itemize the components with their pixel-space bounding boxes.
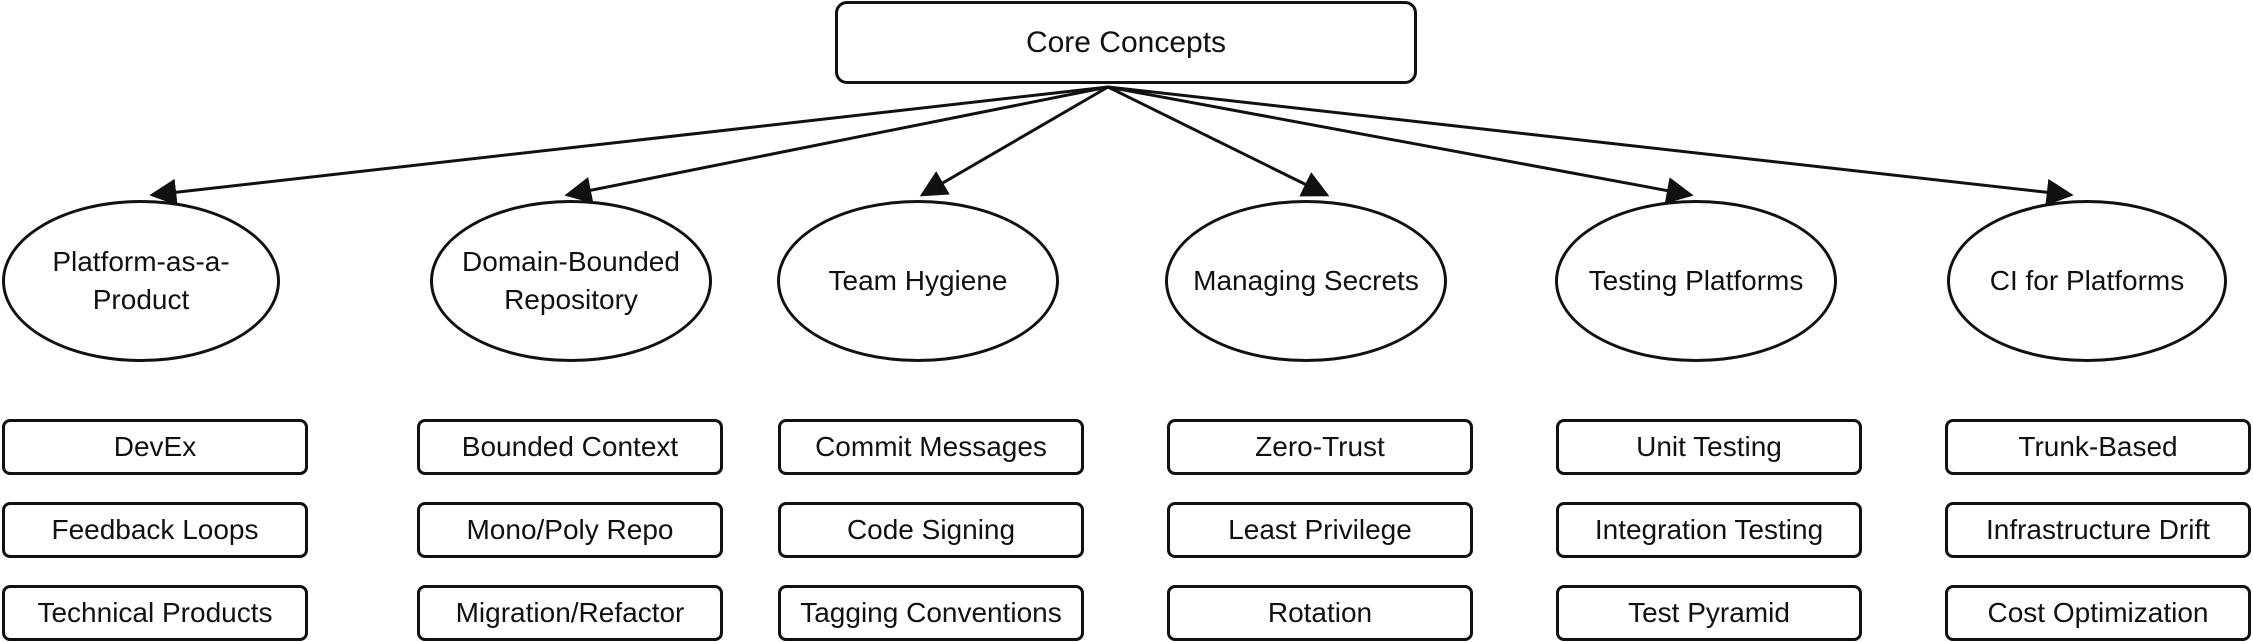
leaf-test-pyramid: Test Pyramid <box>1556 585 1862 641</box>
leaf-feedback-loops: Feedback Loops <box>2 502 308 558</box>
leaf-least-privilege: Least Privilege <box>1167 502 1473 558</box>
leaf-zero-trust: Zero-Trust <box>1167 419 1473 475</box>
leaf-bounded-context: Bounded Context <box>417 419 723 475</box>
leaf-devex: DevEx <box>2 419 308 475</box>
edge-arrow <box>919 85 1109 197</box>
concept-managing-secrets: Managing Secrets <box>1165 200 1447 362</box>
edge-arrow <box>1107 85 1694 204</box>
concept-domain-bounded-repository: Domain-Bounded Repository <box>430 200 712 362</box>
root-node-core-concepts: Core Concepts <box>835 1 1417 84</box>
edge-arrow <box>149 85 1109 206</box>
edge-arrow <box>1107 85 1330 197</box>
leaf-technical-products: Technical Products <box>2 585 308 641</box>
leaf-rotation: Rotation <box>1167 585 1473 641</box>
concept-platform-as-a-product: Platform-as-a-Product <box>2 200 280 362</box>
leaf-commit-messages: Commit Messages <box>778 419 1084 475</box>
leaf-unit-testing: Unit Testing <box>1556 419 1862 475</box>
leaf-code-signing: Code Signing <box>778 502 1084 558</box>
edge-arrow <box>1107 85 2074 206</box>
edge-arrow <box>564 85 1109 204</box>
leaf-mono-poly-repo: Mono/Poly Repo <box>417 502 723 558</box>
leaf-migration-refactor: Migration/Refactor <box>417 585 723 641</box>
leaf-trunk-based: Trunk-Based <box>1945 419 2251 475</box>
leaf-infrastructure-drift: Infrastructure Drift <box>1945 502 2251 558</box>
leaf-tagging-conventions: Tagging Conventions <box>778 585 1084 641</box>
leaf-cost-optimization: Cost Optimization <box>1945 585 2251 641</box>
concept-team-hygiene: Team Hygiene <box>777 200 1059 362</box>
leaf-integration-testing: Integration Testing <box>1556 502 1862 558</box>
concept-ci-for-platforms: CI for Platforms <box>1947 200 2227 362</box>
concept-testing-platforms: Testing Platforms <box>1555 200 1837 362</box>
